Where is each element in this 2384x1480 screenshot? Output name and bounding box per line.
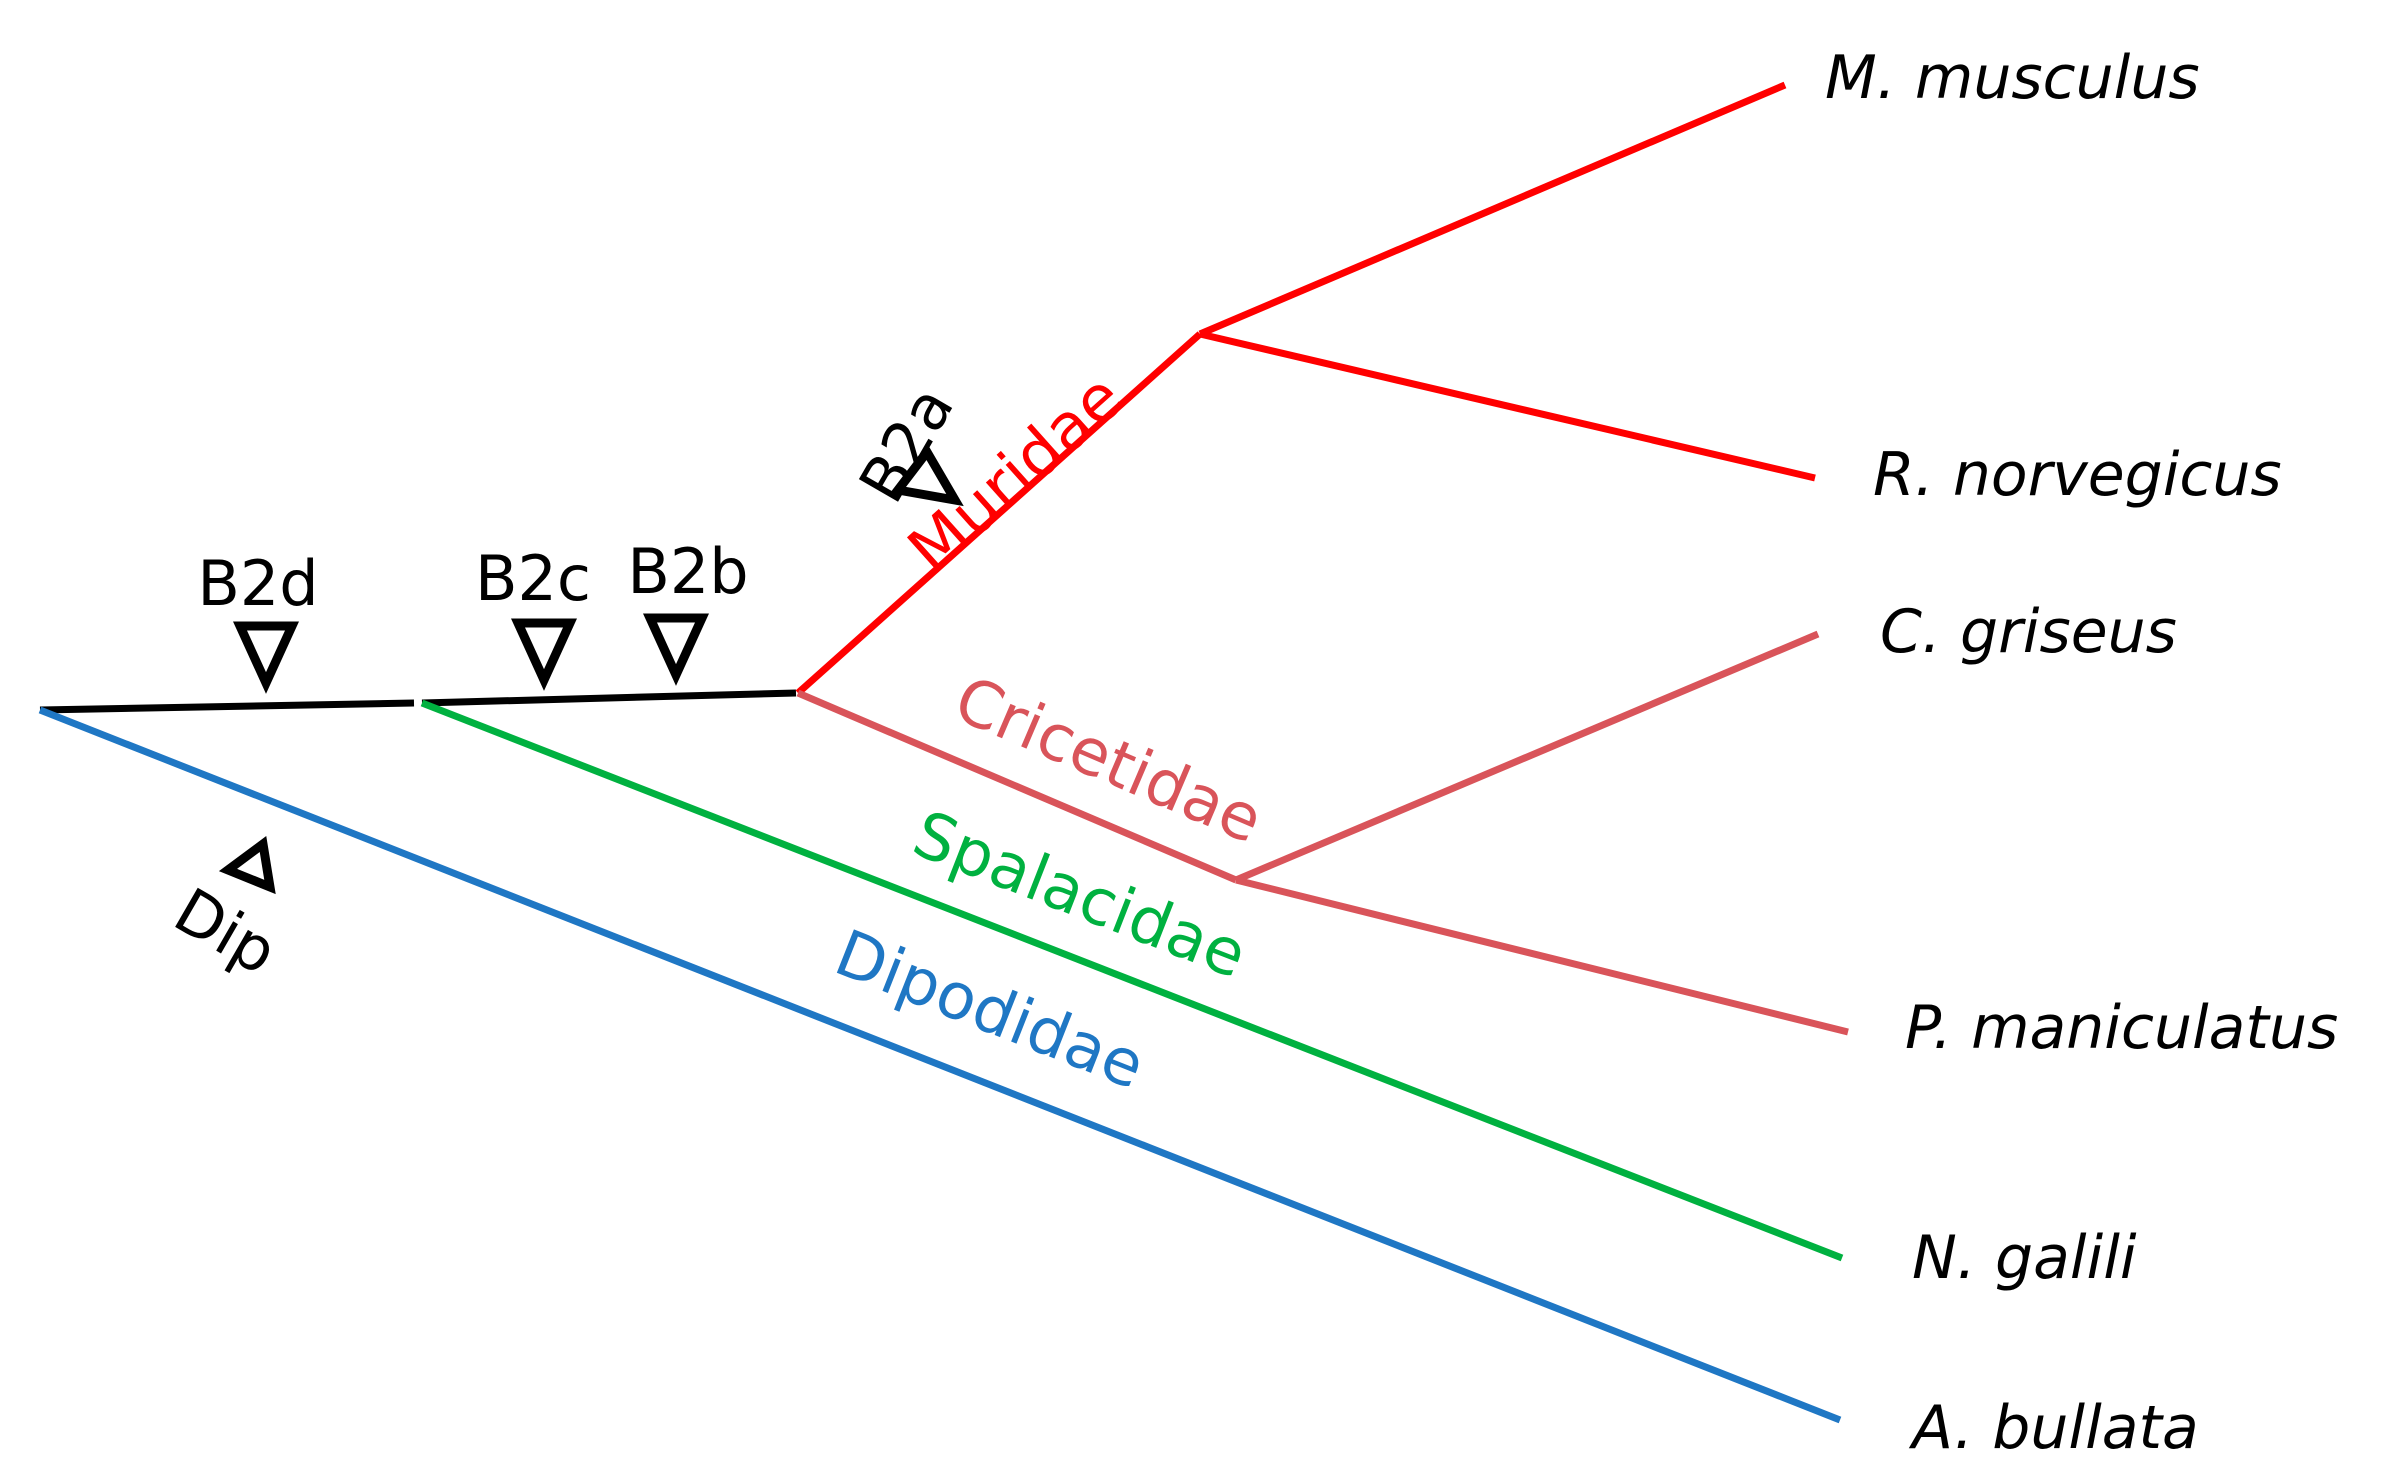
marker-b2a: B2a [845, 374, 968, 514]
p-maniculatus-branch [1235, 876, 1849, 1036]
stem-branch-root [39, 699, 415, 714]
marker-b2a-triangle-icon [889, 443, 964, 507]
species-label-p-maniculatus: P. maniculatus [1905, 993, 2338, 1063]
marker-b2c: B2c [475, 542, 591, 691]
marker-b2d: B2d [197, 547, 319, 694]
c-griseus-branch [1234, 630, 1820, 884]
m-musculus-branch [1198, 81, 1787, 338]
spalacidae-branch [420, 699, 1844, 1262]
dipodidae-branch [38, 706, 1842, 1424]
species-label-a-bullata: A. bullata [1908, 1393, 2199, 1463]
stem-branch-inner [421, 689, 797, 707]
cricetidae-stem-branch [796, 689, 1238, 884]
species-label-r-norvegicus: R. norvegicus [1873, 440, 2282, 510]
marker-label-b2c: B2c [475, 542, 591, 615]
r-norvegicus-branch [1199, 330, 1816, 482]
marker-label-b2b: B2b [627, 535, 748, 608]
marker-b2b-triangle-icon [643, 613, 709, 686]
marker-dip: Dip [162, 835, 289, 989]
marker-b2d-triangle-icon [233, 621, 299, 694]
species-label-m-musculus: M. musculus [1825, 43, 2200, 113]
muridae-stem-branch [795, 331, 1203, 696]
species-label-n-galili: N. galili [1912, 1223, 2137, 1293]
marker-b2c-triangle-icon [511, 618, 577, 691]
species-label-c-griseus: C. griseus [1880, 597, 2177, 667]
marker-label-b2d: B2d [197, 547, 318, 620]
marker-dip-triangle-icon [218, 835, 276, 895]
marker-b2b: B2b [627, 535, 749, 686]
